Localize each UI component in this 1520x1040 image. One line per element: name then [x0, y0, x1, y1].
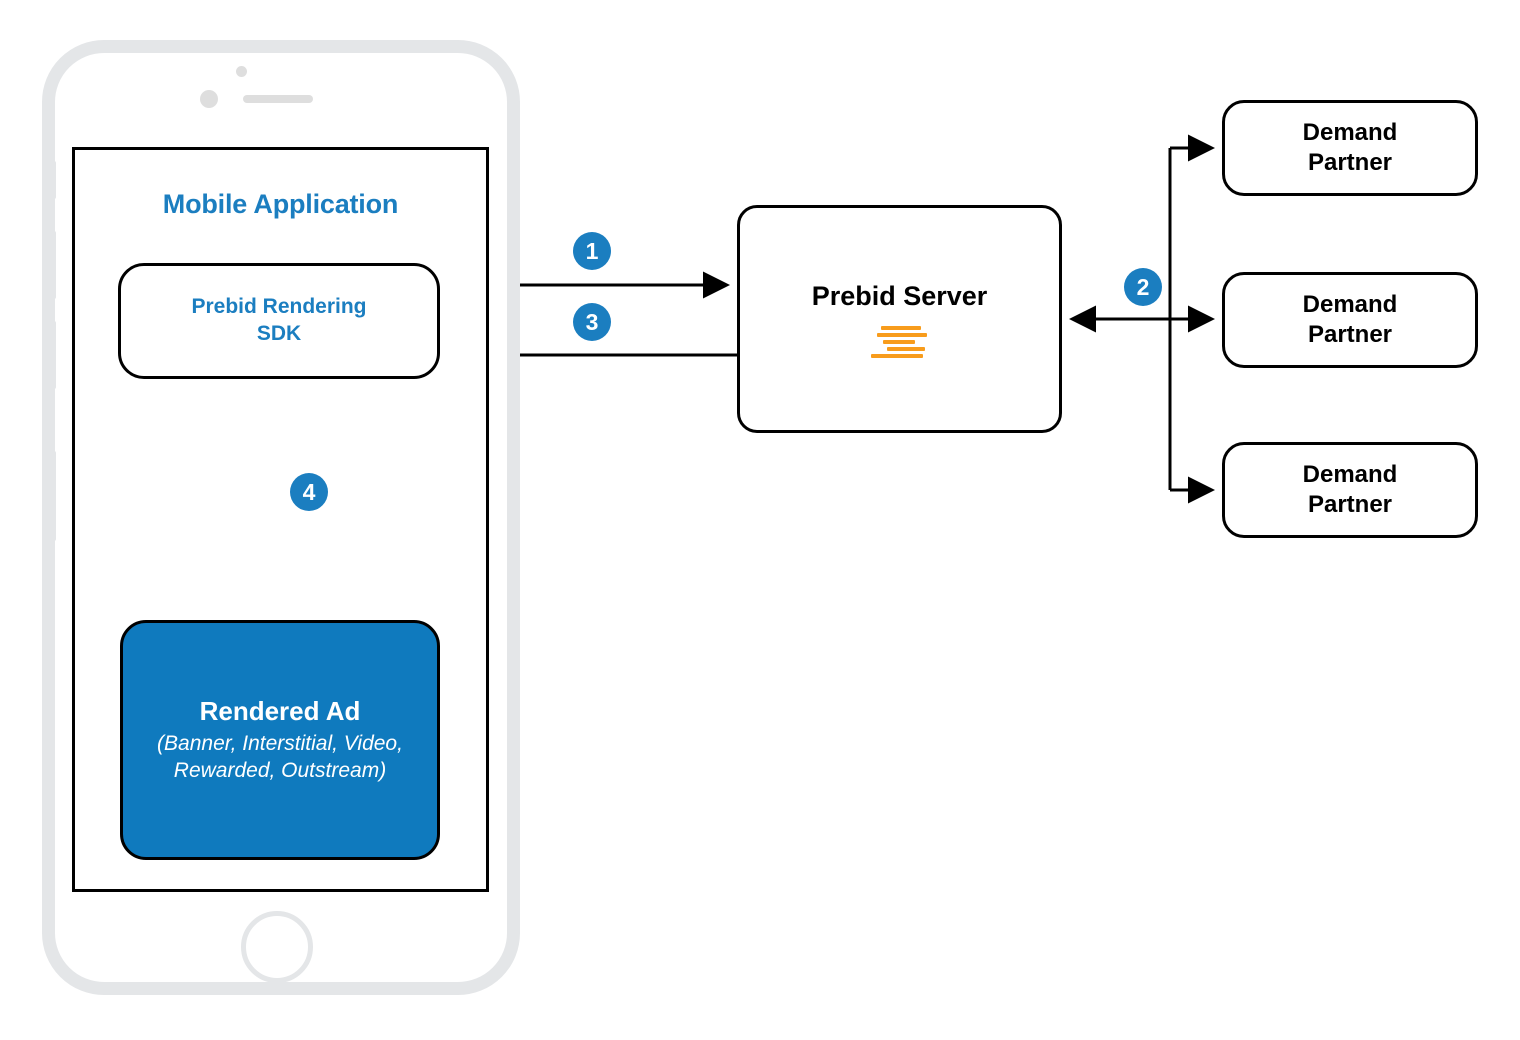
step-badge-3: 3 — [573, 303, 611, 341]
rendered-ad-subtitle-line2: Rewarded, Outstream) — [173, 759, 387, 783]
rendered-ad-title: Rendered Ad — [199, 695, 361, 726]
sdk-label-line2: SDK — [256, 322, 302, 345]
demand-partner-1-line1: Demand — [1302, 119, 1398, 146]
phone-speaker-icon — [243, 95, 313, 103]
demand-partner-3-line2: Partner — [1307, 491, 1393, 518]
demand-partner-2-line1: Demand — [1302, 291, 1398, 318]
node-prebid-server[interactable]: Prebid Server — [737, 205, 1062, 433]
node-demand-partner-1[interactable]: Demand Partner — [1222, 100, 1478, 196]
phone-side-button-power[interactable] — [51, 451, 56, 541]
node-demand-partner-3[interactable]: Demand Partner — [1222, 442, 1478, 538]
app-title: Mobile Application — [162, 189, 399, 219]
node-rendered-ad[interactable]: Rendered Ad (Banner, Interstitial, Video… — [120, 620, 440, 860]
phone-home-button[interactable] — [241, 911, 313, 983]
prebid-logo-icon — [869, 325, 931, 358]
prebid-server-label: Prebid Server — [811, 280, 988, 311]
demand-partner-2-line2: Partner — [1307, 321, 1393, 348]
phone-sensor-icon — [236, 66, 247, 77]
step-badge-4: 4 — [290, 473, 328, 511]
node-demand-partner-2[interactable]: Demand Partner — [1222, 272, 1478, 368]
sdk-label-line1: Prebid Rendering — [191, 295, 367, 319]
demand-partner-1-line2: Partner — [1307, 149, 1393, 176]
node-prebid-rendering-sdk[interactable]: Prebid Rendering SDK — [118, 263, 440, 379]
phone-side-button-volume-up[interactable] — [51, 231, 56, 299]
phone-camera-icon — [200, 90, 218, 108]
step-badge-2: 2 — [1124, 268, 1162, 306]
phone-side-button-mute[interactable] — [51, 161, 56, 199]
phone-side-button-volume-down[interactable] — [51, 321, 56, 389]
step-badge-1: 1 — [573, 232, 611, 270]
demand-partner-3-line1: Demand — [1302, 461, 1398, 488]
rendered-ad-subtitle-line1: (Banner, Interstitial, Video, — [157, 731, 403, 755]
